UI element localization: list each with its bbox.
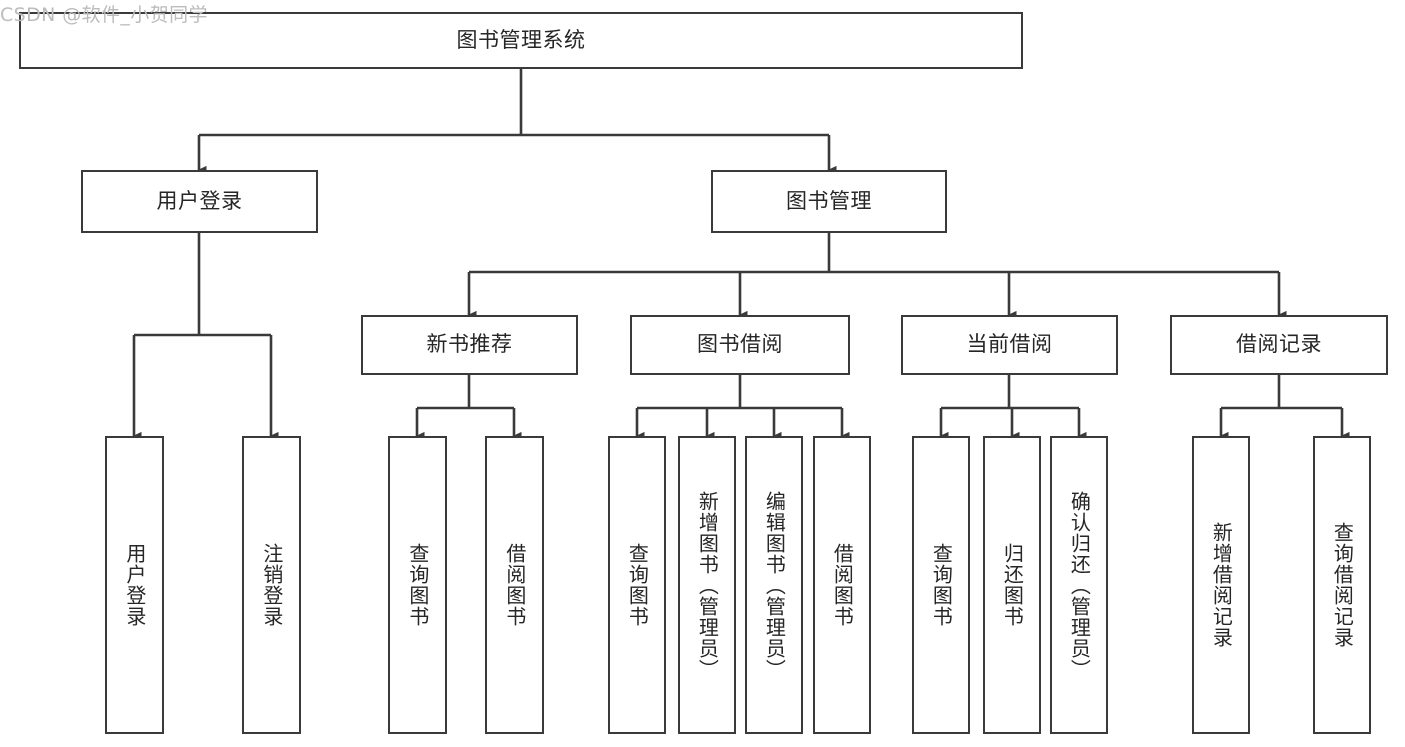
node-book-borrow[interactable]: 图书借阅 [630, 315, 850, 375]
node-label-current-borrow: 当前借阅 [966, 332, 1053, 357]
node-add-book-admin[interactable]: 新增图书（管理员） [678, 436, 736, 734]
node-query-book-3[interactable]: 查询图书 [912, 436, 970, 734]
node-label-borrow-record: 借阅记录 [1236, 332, 1322, 357]
node-label-return-book: 归还图书 [1000, 543, 1025, 627]
node-label-query-book-2: 查询图书 [625, 543, 650, 627]
node-borrow-book-1[interactable]: 借阅图书 [485, 436, 544, 734]
node-label-query-book-3: 查询图书 [929, 543, 954, 627]
node-root[interactable]: 图书管理系统 [19, 12, 1023, 69]
node-label-user-login-do: 用户登录 [122, 543, 147, 627]
node-label-user-logout: 注销登录 [259, 543, 284, 627]
node-edit-book-admin[interactable]: 编辑图书（管理员） [745, 436, 803, 734]
node-user-login[interactable]: 用户登录 [81, 170, 318, 233]
node-label-confirm-return-admin: 确认归还（管理员） [1067, 490, 1092, 680]
node-label-user-login: 用户登录 [156, 188, 243, 213]
node-add-borrow-record[interactable]: 新增借阅记录 [1192, 436, 1250, 734]
csdn-watermark: CSDN @软件_小贺同学 [0, 4, 208, 26]
node-user-login-do[interactable]: 用户登录 [105, 436, 164, 734]
node-label-root: 图书管理系统 [456, 27, 586, 52]
node-new-book-recommend[interactable]: 新书推荐 [361, 315, 578, 375]
node-query-borrow-record[interactable]: 查询借阅记录 [1313, 436, 1371, 734]
node-label-query-borrow-record: 查询借阅记录 [1330, 522, 1355, 648]
node-label-book-manage: 图书管理 [786, 188, 872, 213]
node-label-edit-book-admin: 编辑图书（管理员） [762, 490, 787, 680]
node-label-borrow-book-2: 借阅图书 [830, 543, 855, 627]
node-label-add-borrow-record: 新增借阅记录 [1209, 522, 1234, 648]
node-query-book-2[interactable]: 查询图书 [608, 436, 666, 734]
node-label-query-book-1: 查询图书 [405, 543, 430, 627]
node-label-borrow-book-1: 借阅图书 [502, 543, 527, 627]
node-book-manage[interactable]: 图书管理 [711, 170, 947, 233]
node-borrow-book-2[interactable]: 借阅图书 [813, 436, 871, 734]
node-borrow-record[interactable]: 借阅记录 [1170, 315, 1388, 375]
node-label-book-borrow: 图书借阅 [697, 332, 783, 357]
node-user-logout[interactable]: 注销登录 [242, 436, 301, 734]
node-current-borrow[interactable]: 当前借阅 [901, 315, 1118, 375]
node-label-new-book-recommend: 新书推荐 [426, 332, 513, 357]
node-label-add-book-admin: 新增图书（管理员） [695, 490, 720, 680]
node-query-book-1[interactable]: 查询图书 [388, 436, 447, 734]
node-confirm-return-admin[interactable]: 确认归还（管理员） [1050, 436, 1108, 734]
node-return-book[interactable]: 归还图书 [983, 436, 1041, 734]
